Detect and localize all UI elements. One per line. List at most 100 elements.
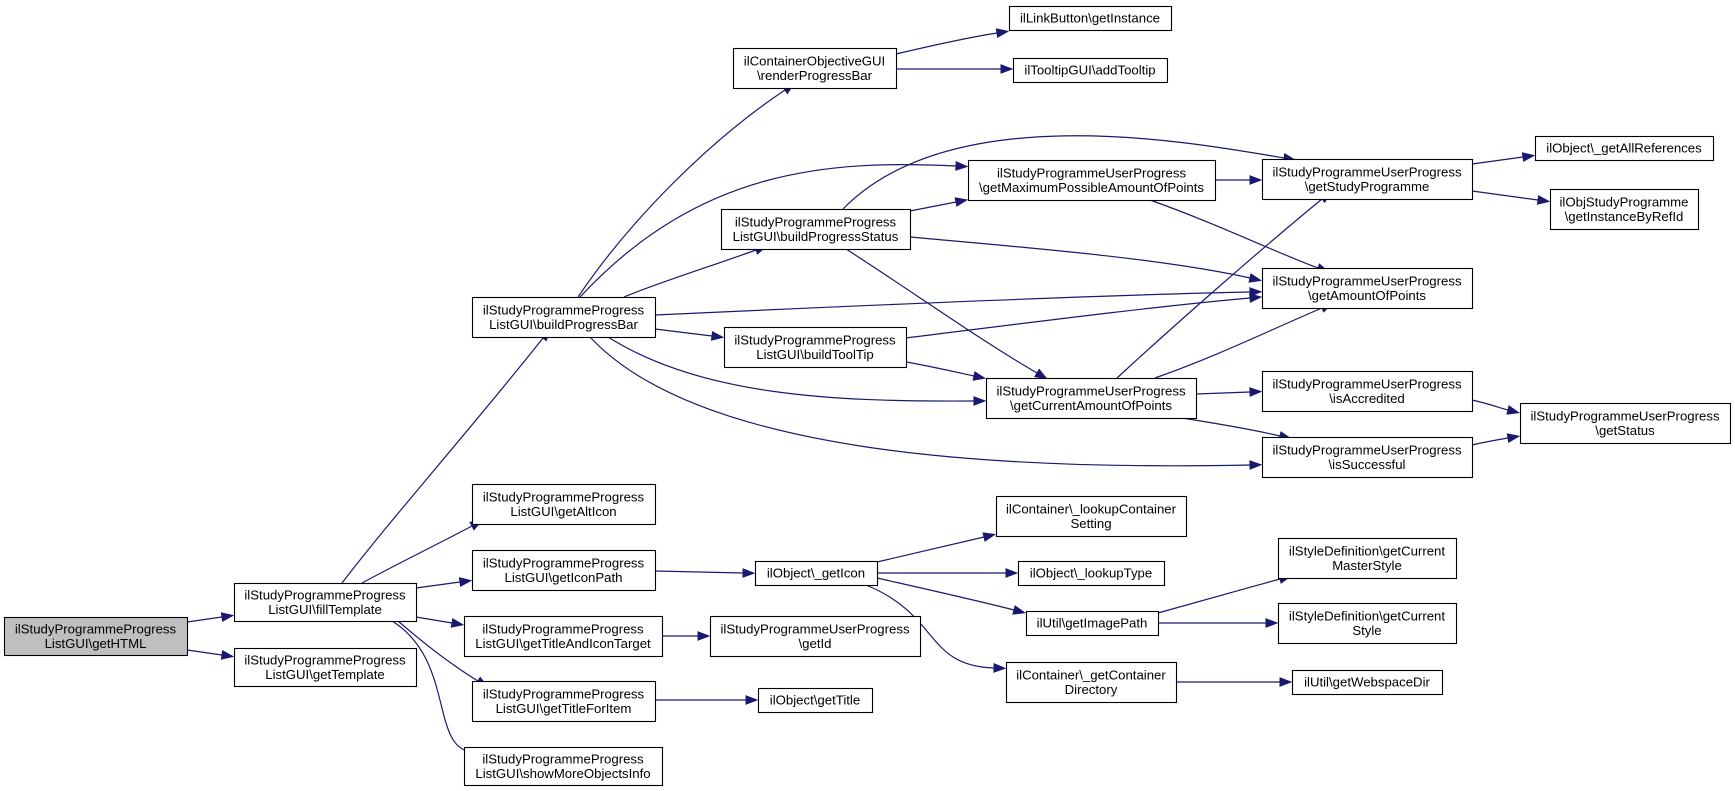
node-lookupType[interactable]: ilObject\_lookupType xyxy=(1017,560,1166,587)
node-getAllReferences[interactable]: ilObject\_getAllReferences xyxy=(1534,135,1715,162)
arrowhead xyxy=(955,161,969,171)
edge-renderProgressBar-to-linkButtonGetInstance xyxy=(895,28,1010,55)
node-getMaximumPossibleAmountOfPoints[interactable]: ilStudyProgrammeUserProgress\getMaximumP… xyxy=(967,159,1217,202)
node-getInstanceByRefId[interactable]: ilObjStudyProgramme\getInstanceByRefId xyxy=(1549,188,1700,231)
edge-getCurrentAmountOfPoints-to-isSuccessful xyxy=(1181,417,1293,441)
nodes: ilStudyProgrammeProgressListGUI\getHTMLi… xyxy=(3,5,1732,787)
node-label-line: ListGUI\getTitleForItem xyxy=(496,701,632,716)
arrowhead xyxy=(450,618,465,628)
edge-line xyxy=(361,525,473,584)
node-box xyxy=(967,159,1217,202)
node-label-line: ilObject\_getIcon xyxy=(767,566,865,581)
edge-line xyxy=(589,336,1251,467)
edge-getIcon-to-lookupType xyxy=(877,568,1019,578)
edge-fillTemplate-to-getAltIcon xyxy=(361,520,483,584)
edge-fillTemplate-to-buildProgressBar xyxy=(341,328,551,584)
node-getAltIcon[interactable]: ilStudyProgrammeProgressListGUI\getAltIc… xyxy=(471,483,657,526)
node-getTemplate[interactable]: ilStudyProgrammeProgressListGUI\getTempl… xyxy=(233,647,418,688)
node-getTitle[interactable]: ilObject\getTitle xyxy=(757,687,874,714)
node-getIcon[interactable]: ilObject\_getIcon xyxy=(754,560,879,587)
node-label-line: ListGUI\buildProgressBar xyxy=(489,317,638,332)
node-renderProgressBar[interactable]: ilContainerObjectiveGUI\renderProgressBa… xyxy=(732,47,898,90)
arrowhead xyxy=(1249,175,1263,185)
node-showMoreObjectsInfo[interactable]: ilStudyProgrammeProgressListGUI\showMore… xyxy=(463,746,664,787)
node-box xyxy=(1519,402,1732,445)
edge-getIcon-to-getImagePath xyxy=(876,577,1027,615)
arrowhead xyxy=(697,631,711,641)
node-linkButtonGetInstance[interactable]: ilLinkButton\getInstance xyxy=(1008,5,1173,32)
node-label-line: ilStudyProgrammeProgress xyxy=(483,555,645,570)
node-getTitleForItem[interactable]: ilStudyProgrammeProgressListGUI\getTitle… xyxy=(471,680,657,723)
node-getIconPath[interactable]: ilStudyProgrammeProgressListGUI\getIconP… xyxy=(471,549,657,592)
node-label-line: ilObject\getTitle xyxy=(770,693,860,708)
node-getStudyProgramme[interactable]: ilStudyProgrammeUserProgress\getStudyPro… xyxy=(1261,158,1474,201)
node-box xyxy=(471,680,657,723)
arrowhead xyxy=(1034,368,1048,380)
node-box xyxy=(1017,560,1166,587)
edge-line xyxy=(1181,417,1281,437)
arrowhead xyxy=(742,568,756,578)
node-box xyxy=(1005,661,1178,704)
node-getWebspaceDir[interactable]: ilUtil\getWebspaceDir xyxy=(1291,669,1444,696)
edge-getImagePath-to-getCurrentStyle xyxy=(1158,618,1279,628)
node-label-line: ilStudyProgrammeProgress xyxy=(244,587,406,602)
node-getTitleAndIconTarget[interactable]: ilStudyProgrammeProgressListGUI\getTitle… xyxy=(463,615,664,658)
node-label-line: ilStudyProgrammeUserProgress xyxy=(1530,408,1719,423)
node-label-line: \getId xyxy=(799,636,832,651)
edge-line xyxy=(1195,391,1251,395)
node-label-line: ilStudyProgrammeProgress xyxy=(15,621,177,636)
node-label-line: ilStudyProgrammeProgress xyxy=(244,652,406,667)
node-buildProgressBar[interactable]: ilStudyProgrammeProgressListGUI\buildPro… xyxy=(471,296,657,339)
node-fillTemplate[interactable]: ilStudyProgrammeProgressListGUI\fillTemp… xyxy=(233,582,418,623)
node-label-line: \renderProgressBar xyxy=(757,68,873,83)
edge-line xyxy=(577,89,786,298)
edge-getIcon-to-getContainerDirectory xyxy=(865,584,1007,673)
node-buildToolTip[interactable]: ilStudyProgrammeProgressListGUI\buildToo… xyxy=(723,326,908,369)
node-label-line: ilStudyProgrammeUserProgress xyxy=(997,165,1186,180)
node-isSuccessful[interactable]: ilStudyProgrammeUserProgress\isSuccessfu… xyxy=(1261,436,1474,479)
node-box xyxy=(471,296,657,339)
node-label-line: ilStudyProgrammeUserProgress xyxy=(1272,273,1461,288)
edges xyxy=(186,28,1551,757)
node-box xyxy=(985,377,1198,420)
node-box xyxy=(754,560,879,587)
node-getImagePath[interactable]: ilUtil\getImagePath xyxy=(1025,610,1160,637)
node-isAccredited[interactable]: ilStudyProgrammeUserProgress\isAccredite… xyxy=(1261,370,1474,413)
edge-line xyxy=(842,135,1285,210)
edge-getCurrentAmountOfPoints-to-isAccredited xyxy=(1195,387,1263,397)
node-addTooltip[interactable]: ilTooltipGUI\addTooltip xyxy=(1012,57,1169,84)
node-getStatus[interactable]: ilStudyProgrammeUserProgress\getStatus xyxy=(1519,402,1732,445)
arrowhead xyxy=(954,197,969,207)
node-getAmountOfPoints[interactable]: ilStudyProgrammeUserProgress\getAmountOf… xyxy=(1261,267,1474,310)
node-box xyxy=(1534,135,1715,162)
arrowhead xyxy=(1000,64,1014,74)
node-getId[interactable]: ilStudyProgrammeUserProgress\getId xyxy=(709,615,922,658)
edge-buildProgressBar-to-buildToolTip xyxy=(654,328,725,341)
edge-line xyxy=(1471,156,1524,165)
edge-line xyxy=(1154,307,1323,379)
node-getCurrentAmountOfPoints[interactable]: ilStudyProgrammeUserProgress\getCurrentA… xyxy=(985,377,1198,420)
node-label-line: Setting xyxy=(1070,516,1111,531)
node-box xyxy=(233,647,418,688)
arrowhead xyxy=(1248,273,1263,283)
arrowhead xyxy=(1521,152,1536,162)
arrowhead xyxy=(1249,293,1263,303)
node-buildProgressStatus[interactable]: ilStudyProgrammeProgressListGUI\buildPro… xyxy=(720,208,912,251)
node-box xyxy=(1549,188,1700,231)
node-box xyxy=(709,615,922,658)
node-label-line: ListGUI\buildProgressStatus xyxy=(733,229,899,244)
edge-getMaximumPossibleAmountOfPoints-to-getStudyProgramme xyxy=(1215,175,1263,185)
node-label-line: ilStudyProgrammeUserProgress xyxy=(720,621,909,636)
edge-line xyxy=(186,616,223,623)
edge-line xyxy=(391,620,473,753)
node-label-line: ilObject\_getAllReferences xyxy=(1546,141,1702,156)
edge-line xyxy=(654,570,744,574)
node-box xyxy=(463,615,664,658)
edge-getContainerDirectory-to-getWebspaceDir xyxy=(1176,677,1293,687)
node-box xyxy=(732,47,898,90)
